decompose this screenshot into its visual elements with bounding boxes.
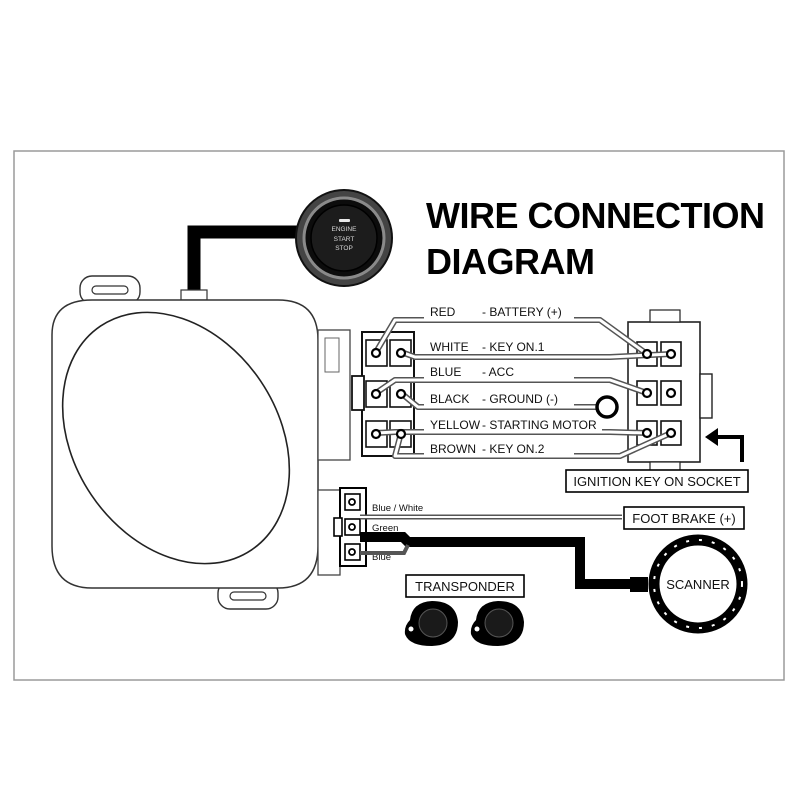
wire-label-white: WHITE (430, 340, 469, 354)
scanner-label: SCANNER (666, 577, 730, 592)
wire-function-black: - GROUND (-) (482, 392, 558, 406)
wire-function-red: - BATTERY (+) (482, 305, 562, 319)
wire-label-brown: BROWN (430, 442, 476, 456)
ignition-label: IGNITION KEY ON SOCKET (573, 474, 740, 489)
title-line-2: DIAGRAM (426, 241, 594, 282)
wire-label-yellow: YELLOW (430, 418, 481, 432)
connector-pins (370, 347, 677, 440)
small-wire-label-blue-white: Blue / White (372, 503, 423, 514)
scanner-cable (360, 532, 634, 589)
foot-brake-label-box (623, 506, 745, 530)
wire-function-blue: - ACC (482, 365, 514, 379)
wire-function-white: - KEY ON.1 (482, 340, 545, 354)
wire-label-blue: BLUE (430, 365, 461, 379)
scanner-ring: SCANNER (648, 534, 748, 634)
transponder-fob-left (404, 601, 458, 646)
button-indicator-icon (339, 219, 350, 222)
start-button-cable (187, 225, 300, 291)
button-text-line-2: START (334, 236, 355, 243)
scanner-plug (630, 577, 648, 592)
ignition-arrow (716, 435, 744, 462)
ground-ring-terminal (595, 395, 619, 419)
small-wire-label-green: Green (372, 523, 398, 534)
transponder-label-box (405, 574, 525, 598)
wire-label-black: BLACK (430, 392, 469, 406)
title-line-1: WIRE CONNECTION (426, 195, 765, 236)
button-text-line-1: ENGINE (332, 226, 358, 233)
transponder-fob-right (470, 601, 524, 646)
small-wire-label-blue: Blue (372, 552, 391, 563)
module-lens (61, 311, 291, 565)
foot-brake-label: FOOT BRAKE (+) (632, 511, 735, 526)
cable-plug (180, 289, 208, 301)
wire-function-yellow: - STARTING MOTOR (482, 418, 597, 432)
arrow-head-icon (705, 428, 718, 446)
button-text-line-3: STOP (335, 245, 353, 252)
control-module (51, 275, 351, 610)
wire-function-brown: - KEY ON.2 (482, 442, 545, 456)
wire-label-red: RED (430, 305, 456, 319)
transponder-label: TRANSPONDER (415, 579, 515, 594)
ignition-label-box (565, 469, 749, 493)
start-stop-button: ENGINE START STOP (295, 189, 393, 287)
